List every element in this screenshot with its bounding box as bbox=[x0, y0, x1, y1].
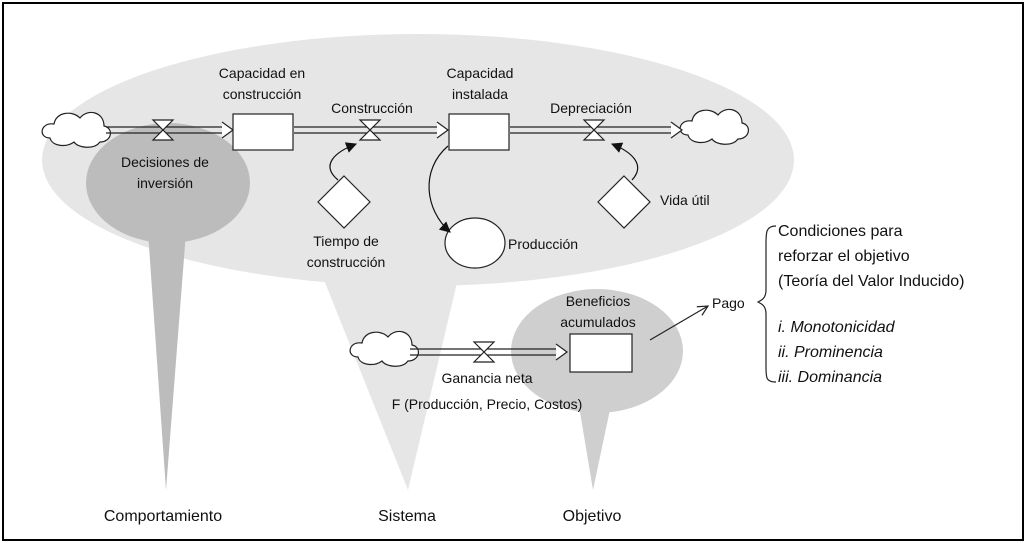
construction-valve-icon bbox=[358, 119, 382, 141]
formula-label: F (Producción, Precio, Costos) bbox=[392, 396, 583, 412]
condition-item-3: iii. Dominancia bbox=[778, 369, 882, 386]
behavior-callout bbox=[86, 123, 250, 490]
production-link bbox=[428, 145, 451, 233]
profit-source-cloud-icon bbox=[349, 330, 419, 367]
source-cloud-icon bbox=[41, 111, 111, 148]
construction-time-link bbox=[329, 142, 358, 181]
system-callout-label: Sistema bbox=[378, 508, 436, 525]
useful-life-link bbox=[610, 142, 639, 181]
net-gain-label: Ganancia neta bbox=[441, 370, 532, 386]
net-gain-valve-icon bbox=[472, 341, 496, 363]
installed-capacity-stock bbox=[448, 113, 510, 151]
payoff-arrow bbox=[649, 306, 708, 341]
useful-life-diamond bbox=[597, 175, 651, 229]
condition-item-1: i. Monotonicidad bbox=[778, 319, 896, 336]
depreciation-label: Depreciación bbox=[550, 100, 632, 116]
capacity-under-construction-stock bbox=[232, 113, 294, 151]
construction-label: Construcción bbox=[331, 100, 413, 116]
construction-flow-pipe bbox=[294, 121, 450, 139]
production-label: Producción bbox=[508, 236, 578, 252]
payoff-label: Pago bbox=[712, 295, 745, 311]
condition-item-2: ii. Prominencia bbox=[778, 344, 883, 361]
sink-cloud-icon bbox=[679, 108, 749, 145]
conditions-brace-icon bbox=[756, 225, 777, 383]
objective-callout-label: Objetivo bbox=[563, 508, 622, 525]
production-circle bbox=[444, 217, 506, 269]
behavior-callout-label: Comportamiento bbox=[104, 508, 222, 525]
accumulated-profits-stock bbox=[569, 333, 633, 373]
system-callout bbox=[42, 34, 794, 490]
investment-valve-icon bbox=[151, 119, 175, 141]
depreciation-valve-icon bbox=[582, 119, 606, 141]
useful-life-label: Vida útil bbox=[660, 192, 710, 208]
construction-time-diamond bbox=[317, 175, 371, 229]
